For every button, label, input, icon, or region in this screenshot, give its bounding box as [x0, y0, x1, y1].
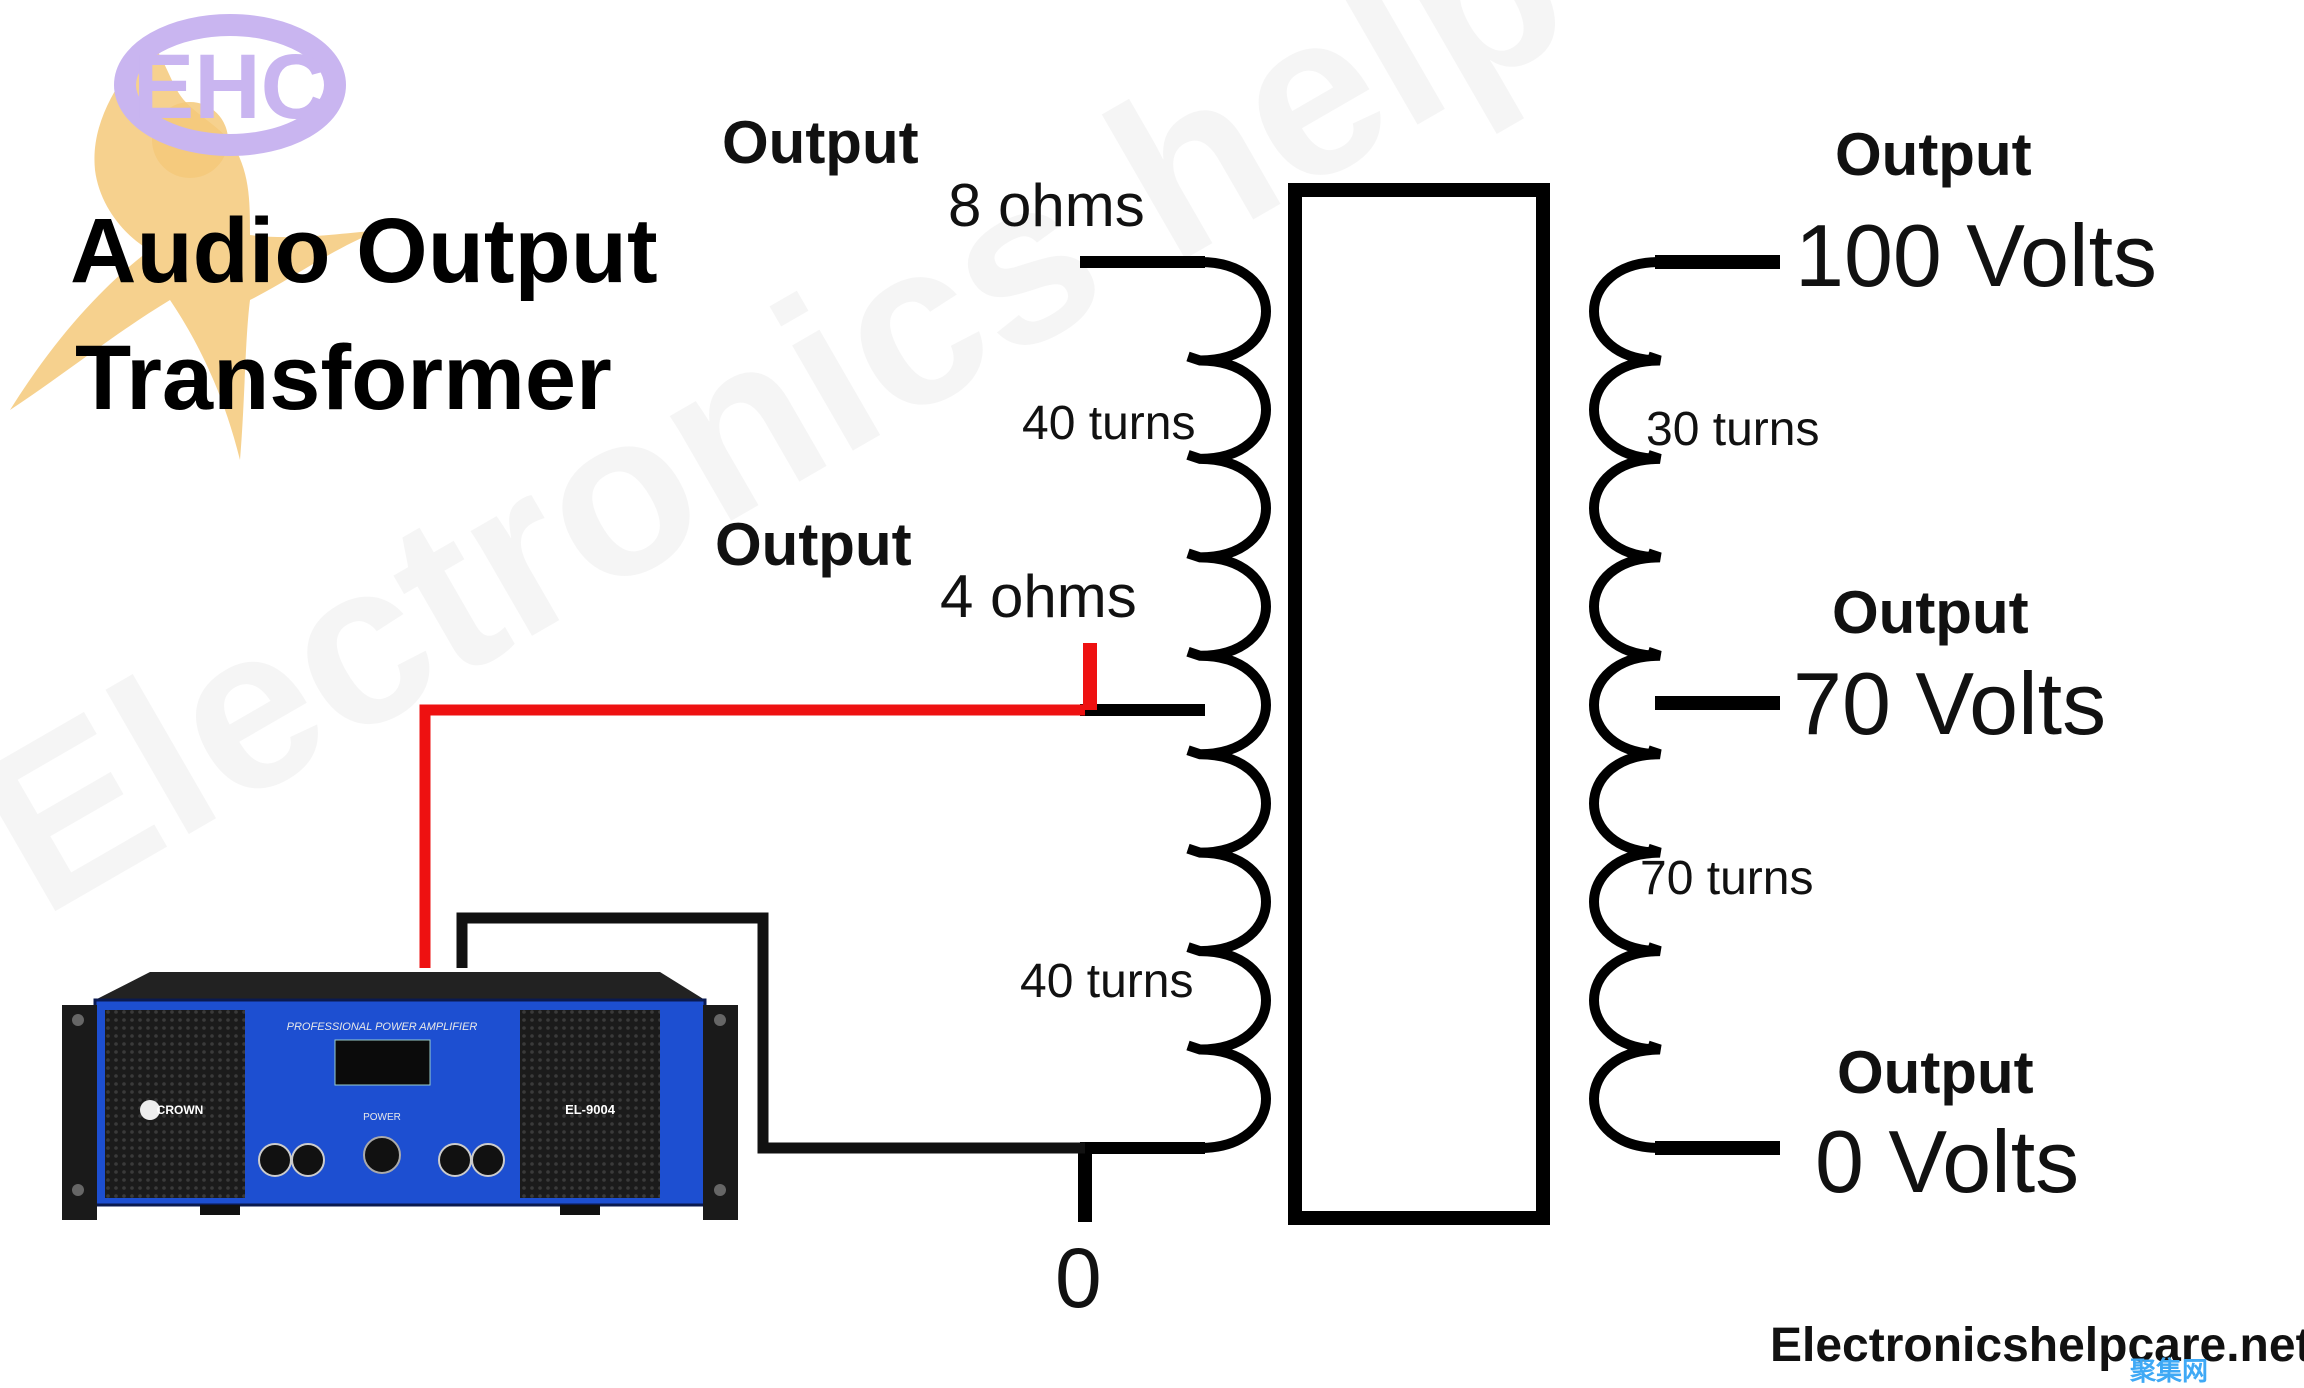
amp-power-button [363, 1136, 401, 1174]
amp-header-text: PROFESSIONAL POWER AMPLIFIER [287, 1021, 478, 1033]
amp-model-text: EL-9004 [565, 1102, 616, 1117]
amp-brand-text: CROWN [157, 1103, 204, 1117]
ehc-logo: EHC [10, 14, 380, 460]
amp-rack-hole [72, 1184, 84, 1196]
power-amplifier [62, 972, 738, 1220]
amp-rack-hole [714, 1184, 726, 1196]
tap-8-ohm-heading: Output [722, 109, 919, 176]
amp-brand-badge [140, 1100, 160, 1120]
amp-foot [200, 1205, 240, 1215]
transformer-core [1288, 183, 1550, 1225]
tap-8-ohm-value: 8 ohms [948, 172, 1145, 239]
secondary-upper-turns: 30 turns [1646, 403, 1820, 456]
website-footer[interactable]: Electronicshelpcare.net [1770, 1319, 2304, 1372]
tap-0v-value: 0 Volts [1815, 1112, 2080, 1211]
stamp-watermark: 聚集网 [2130, 1356, 2209, 1386]
secondary-winding [1589, 257, 1662, 1153]
amp-foot [560, 1205, 600, 1215]
amp-vent-right [520, 1010, 660, 1198]
tap-4-ohm-value: 4 ohms [940, 563, 1137, 630]
amp-knob [291, 1143, 325, 1177]
amp-knob [258, 1143, 292, 1177]
amp-knob [438, 1143, 472, 1177]
title-line-2: Transformer [75, 327, 612, 429]
amp-power-label: POWER [363, 1112, 401, 1123]
logo-figure [10, 40, 380, 460]
primary-upper-turns: 40 turns [1022, 397, 1196, 450]
amp-rack-hole [714, 1014, 726, 1026]
amp-rack-hole [72, 1014, 84, 1026]
logo-text: EHC [133, 36, 327, 138]
primary-lower-turns: 40 turns [1020, 955, 1194, 1008]
tap-0v-heading: Output [1837, 1039, 2034, 1106]
primary-zero-label: 0 [1055, 1231, 1102, 1325]
logo-ring [114, 14, 346, 156]
amp-vent-left [105, 1010, 245, 1198]
amp-rack-ear-left [62, 1005, 97, 1220]
tap-70v-heading: Output [1832, 579, 2029, 646]
signal-wire [419, 704, 1085, 968]
secondary-lower-turns: 70 turns [1640, 852, 1814, 905]
tap-70v-value: 70 Volts [1793, 654, 2107, 753]
title-line-1: Audio Output [70, 200, 658, 302]
amp-display [334, 1039, 431, 1086]
tap-100v-value: 100 Volts [1795, 206, 2158, 305]
tap-4-ohm-heading: Output [715, 511, 912, 578]
ground-wire [456, 912, 1085, 1154]
amp-top [95, 972, 705, 1000]
tap-100v-heading: Output [1835, 121, 2032, 188]
amp-knob [471, 1143, 505, 1177]
primary-winding [1186, 257, 1271, 1153]
